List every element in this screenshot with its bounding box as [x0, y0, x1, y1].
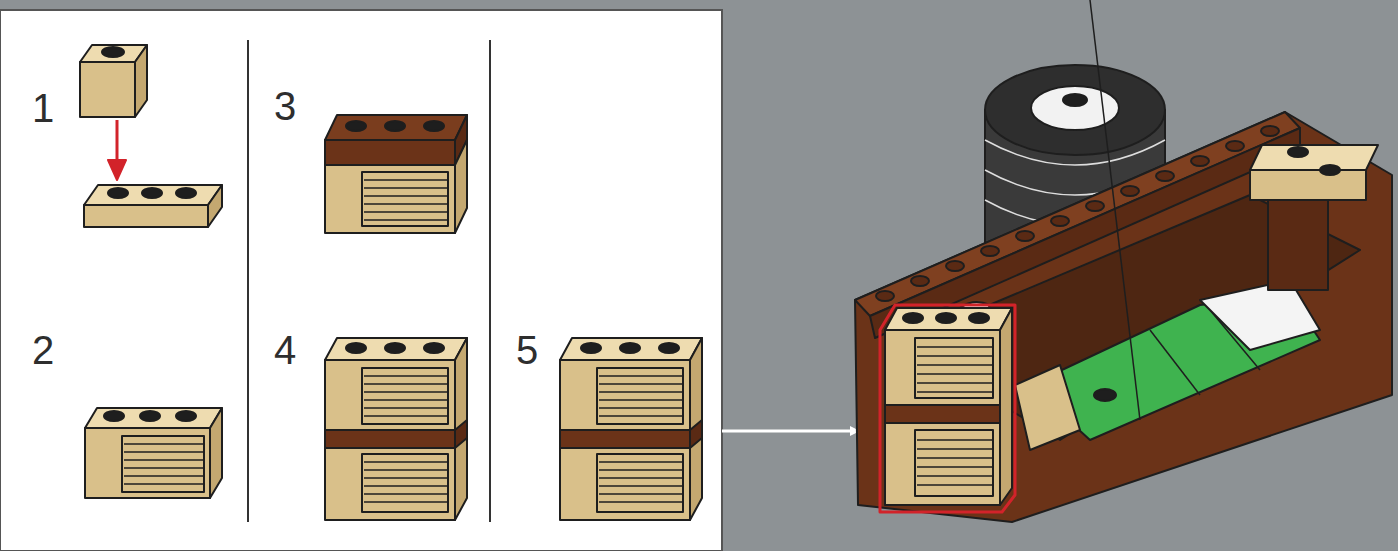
instruction-panel	[0, 10, 722, 551]
step-number: 1	[32, 88, 54, 128]
pointer-arrow	[722, 430, 858, 433]
divider	[247, 40, 249, 522]
step-number: 5	[516, 330, 538, 370]
step-number: 2	[32, 330, 54, 370]
finished-model	[855, 0, 1392, 522]
step-number: 3	[274, 86, 296, 126]
divider	[489, 40, 491, 522]
step-number: 4	[274, 330, 296, 370]
